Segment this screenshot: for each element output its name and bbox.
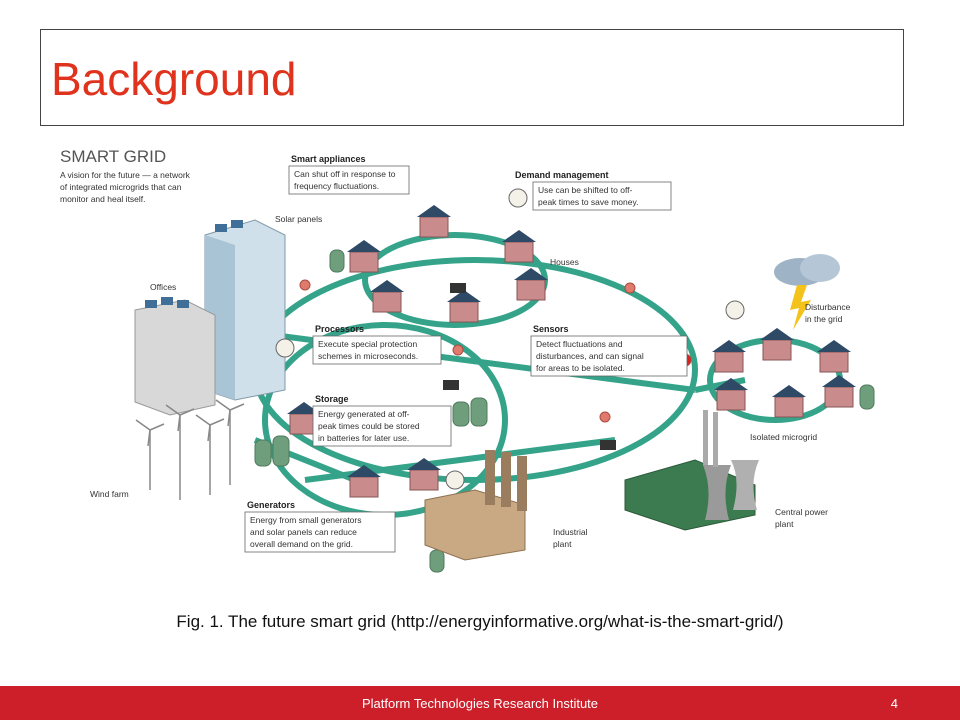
wind-turbines: [135, 399, 245, 500]
slide-title: Background: [51, 53, 297, 105]
sensors-text-3: for areas to be isolated.: [536, 363, 625, 373]
smart-appliances-title: Smart appliances: [291, 154, 366, 164]
solar-panels-label: Solar panels: [275, 214, 322, 224]
figure-caption: Fig. 1. The future smart grid (http://en…: [176, 612, 784, 631]
sensors-text-2: disturbances, and can signal: [536, 351, 644, 361]
generators-text-1: Energy from small generators: [250, 515, 362, 525]
wind-farm-label: Wind farm: [90, 489, 129, 499]
meters: [275, 188, 745, 490]
smart-appliances-text-2: frequency fluctuations.: [294, 181, 379, 191]
processors-title: Processors: [315, 324, 364, 334]
generators-box: [244, 511, 396, 553]
footer-text: Platform Technologies Research Institute: [361, 696, 599, 711]
lightning-icon: [790, 285, 811, 330]
houses-label: Houses: [550, 257, 579, 267]
industrial-plant-label-2: plant: [553, 539, 572, 549]
demand-management-text-1: Use can be shifted to off-: [538, 185, 633, 195]
demand-management-box: [532, 181, 672, 211]
smart-grid-diagram: SMART GRID A vision for the future — a n…: [60, 147, 875, 573]
storage-title: Storage: [315, 394, 349, 404]
demand-management-text-2: peak times to save money.: [538, 197, 638, 207]
industrial-plant-label-1: Industrial: [553, 527, 588, 537]
storm-cloud: [774, 254, 840, 330]
diagram-subtitle-2: of integrated microgrids that can: [60, 182, 182, 192]
generators-title: Generators: [247, 500, 295, 510]
grid-line-1: [234, 327, 696, 393]
disturbance-label-2: in the grid: [805, 314, 843, 324]
footer-bar: Platform Technologies Research Institute…: [0, 686, 960, 720]
sensors-text-1: Detect fluctuations and: [536, 339, 623, 349]
isolated-microgrid-label: Isolated microgrid: [750, 432, 817, 442]
houses: [287, 205, 856, 498]
central-power-plant-label-1: Central power: [775, 507, 828, 517]
disturbance-label-1: Disturbance: [805, 302, 851, 312]
grid-line-4: [253, 437, 357, 483]
office-solar-panels: [145, 220, 243, 308]
industrial-plant: [424, 450, 527, 561]
processor-chips: [443, 283, 616, 450]
storage-tanks: [254, 249, 875, 573]
generators-text-3: overall demand on the grid.: [250, 539, 353, 549]
title-box: Background: [40, 29, 904, 126]
generators-text-2: and solar panels can reduce: [250, 527, 357, 537]
storage-text-2: peak times could be stored: [318, 421, 420, 431]
storage-text-1: Energy generated at off-: [318, 409, 410, 419]
office-tower: [134, 219, 286, 416]
demand-management-title: Demand management: [515, 170, 609, 180]
processors-box: [312, 335, 442, 365]
central-power-plant: [624, 410, 759, 531]
offices-label: Offices: [150, 282, 176, 292]
smart-appliances-box: [288, 165, 410, 195]
smart-appliances-text-1: Can shut off in response to: [294, 169, 396, 179]
central-power-plant-label-2: plant: [775, 519, 794, 529]
sensors-box: [530, 335, 688, 377]
page-number: 4: [890, 696, 898, 711]
diagram-subtitle-1: A vision for the future — a network: [60, 170, 191, 180]
grid-line-3: [694, 377, 746, 393]
storage-text-3: in batteries for later use.: [318, 433, 409, 443]
diagram-subtitle-3: monitor and heal itself.: [60, 194, 146, 204]
processors-text-2: schemes in microseconds.: [318, 351, 418, 361]
processors-text-1: Execute special protection: [318, 339, 417, 349]
diagram-heading: SMART GRID: [60, 147, 166, 166]
storage-box: [312, 405, 452, 447]
sensors-title: Sensors: [533, 324, 569, 334]
